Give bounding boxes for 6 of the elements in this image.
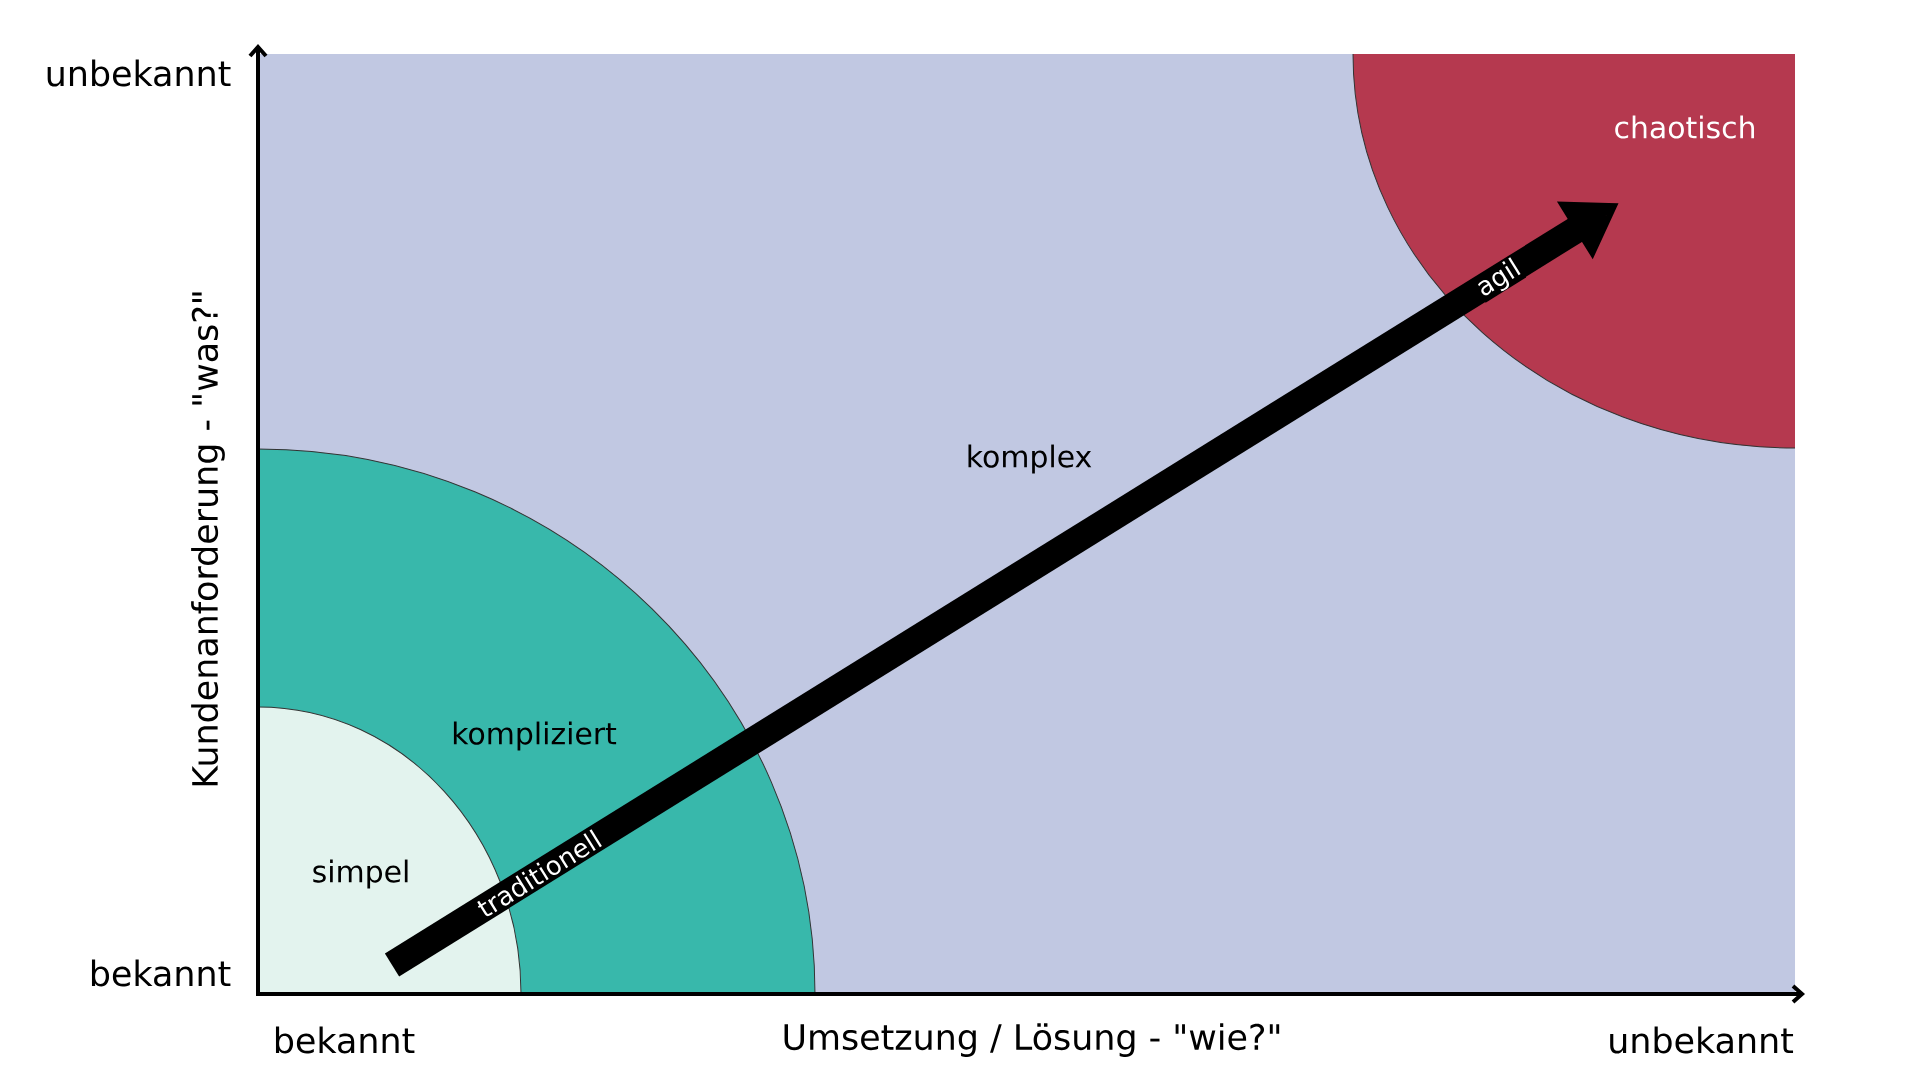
axis-label: unbekannt <box>47 59 231 87</box>
axis-label: Umsetzung / Lösung - "wie?" <box>784 1023 1280 1057</box>
axis-label: unbekannt <box>1610 1026 1794 1054</box>
axis-label: bekannt <box>275 1026 415 1054</box>
axis-label: Kundenanforderung - "was?" <box>191 292 225 786</box>
arrow-label: agil <box>1471 255 1527 303</box>
